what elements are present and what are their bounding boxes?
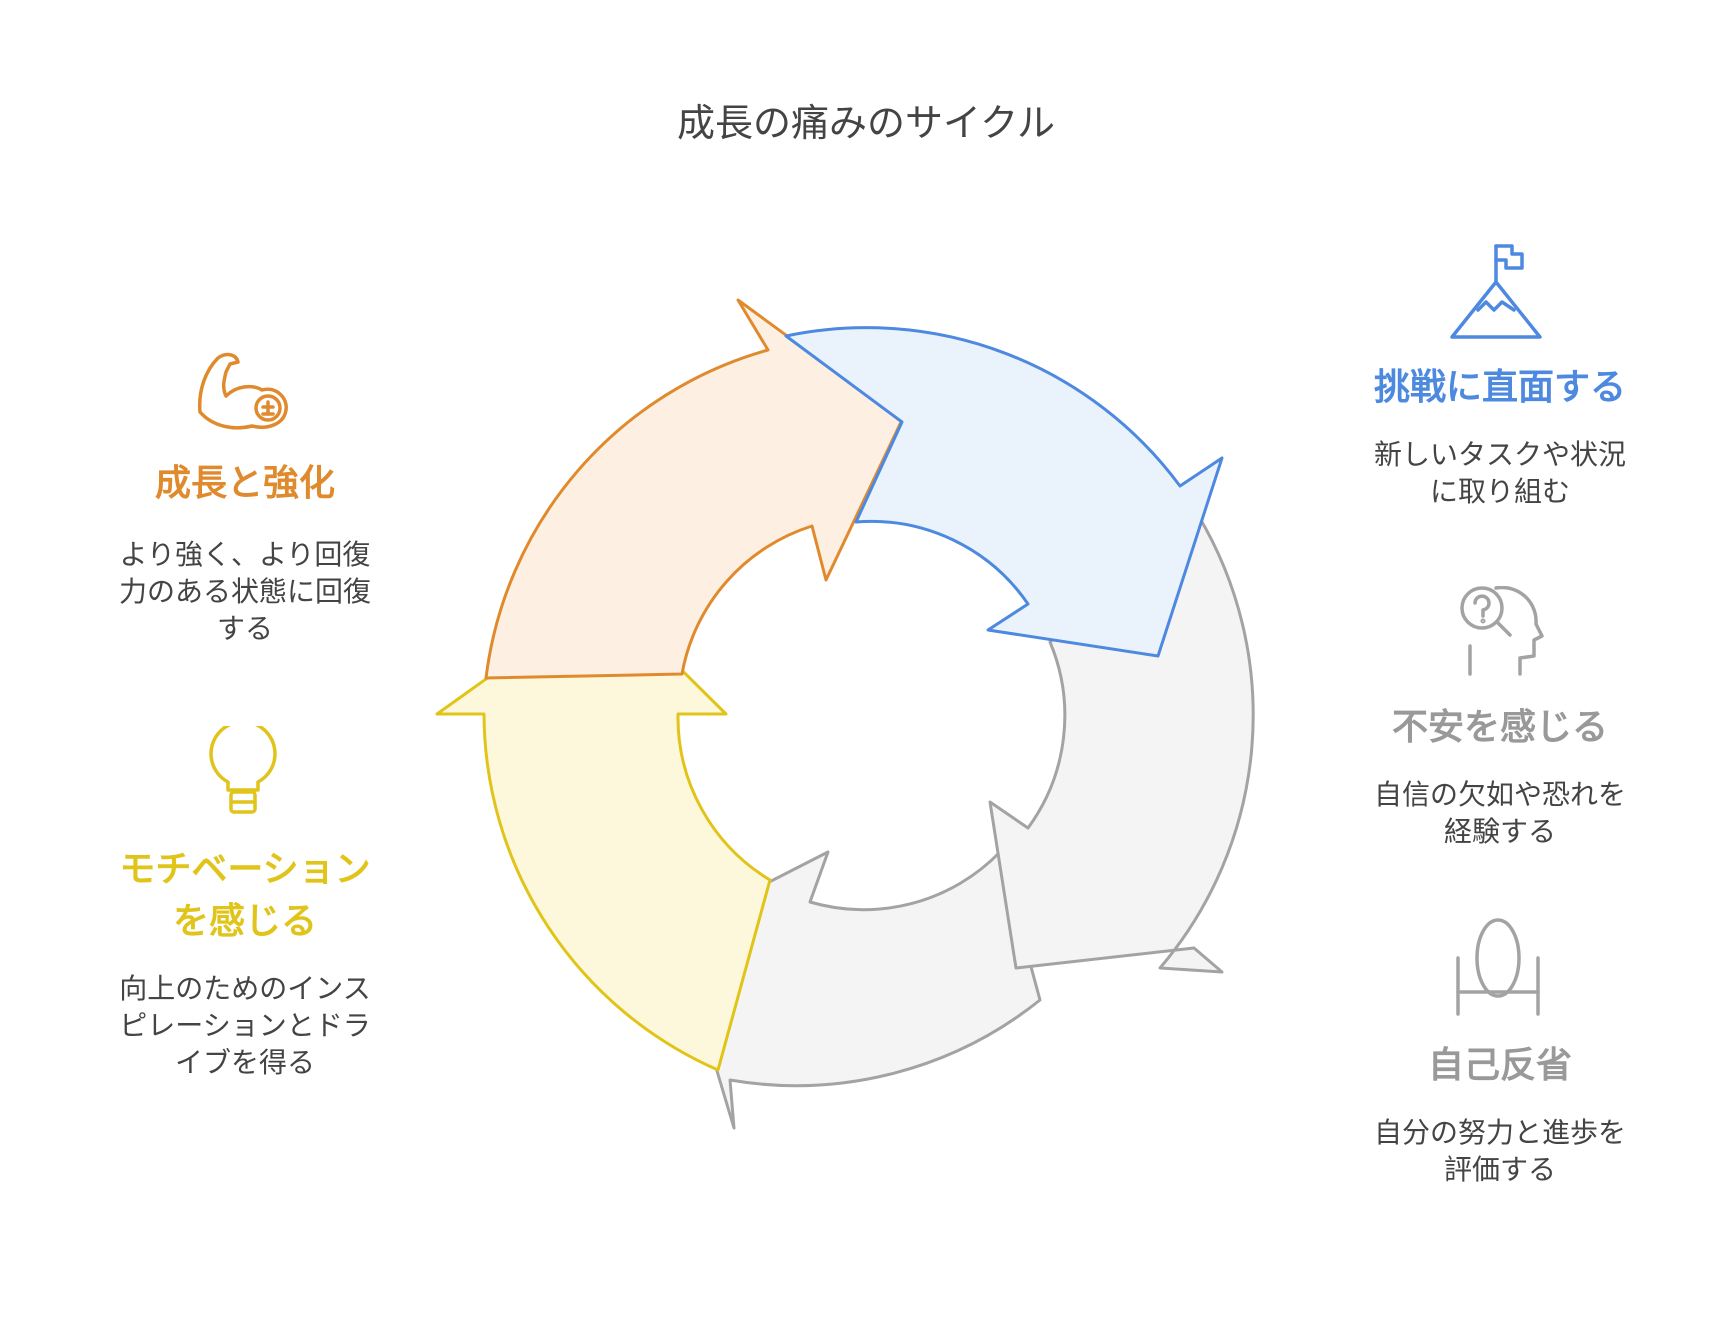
heading-line: モチベーション — [119, 849, 371, 890]
question-head-icon — [1460, 586, 1544, 676]
heading-line: を感じる — [172, 901, 317, 942]
step-description-face-challenge: 新しいタスクや状況 に取り組む — [1310, 436, 1690, 510]
cycle-arrow-gray-right — [988, 513, 1255, 974]
step-description-self-reflection: 自分の努力と進歩を 評価する — [1310, 1114, 1690, 1188]
step-heading-face-challenge: 挑戦に直面する — [1373, 367, 1626, 408]
step-description-growth: より強く、より回復 力のある状態に回復 する — [55, 536, 435, 647]
mountain-flag-icon — [1450, 244, 1542, 339]
description-line: イブを得る — [174, 1046, 315, 1079]
description-line: 向上のためのインス — [119, 972, 371, 1005]
flexed-arm-icon — [197, 352, 288, 430]
step-heading-self-reflection: 自己反省 — [1427, 1045, 1572, 1086]
description-line: より強く、より回復 — [119, 538, 371, 571]
cycle-arrow-blue — [784, 326, 1224, 658]
description-line: ピレーションとドラ — [119, 1009, 371, 1042]
description-line: する — [216, 612, 273, 645]
description-line: 自分の努力と進歩を — [1373, 1116, 1626, 1149]
description-line: 新しいタスクや状況 — [1373, 438, 1626, 471]
cycle-arrow-orange — [484, 298, 904, 680]
mirror-icon — [1456, 918, 1540, 1016]
description-line: 経験する — [1443, 815, 1556, 848]
description-line: に取り組む — [1429, 475, 1570, 508]
description-line: 力のある状態に回復 — [118, 575, 371, 608]
step-heading-growth: 成長と強化 — [154, 463, 335, 504]
diagram-title: 成長の痛みのサイクル — [676, 101, 1056, 145]
cycle-arrow-gray-bottom — [673, 850, 1042, 1130]
step-description-feel-anxiety: 自信の欠如や恐れを 経験する — [1310, 776, 1690, 850]
step-description-feel-motivation: 向上のためのインス ピレーションとドラ イブを得る — [55, 970, 435, 1081]
description-line: 評価する — [1443, 1153, 1556, 1186]
step-heading-feel-anxiety: 不安を感じる — [1391, 707, 1608, 748]
description-line: 自信の欠如や恐れを — [1373, 778, 1626, 811]
step-heading-feel-motivation: モチベーション を感じる — [60, 844, 430, 948]
cycle-arrow-yellow — [435, 592, 772, 1072]
light-bulb-icon — [209, 726, 277, 814]
